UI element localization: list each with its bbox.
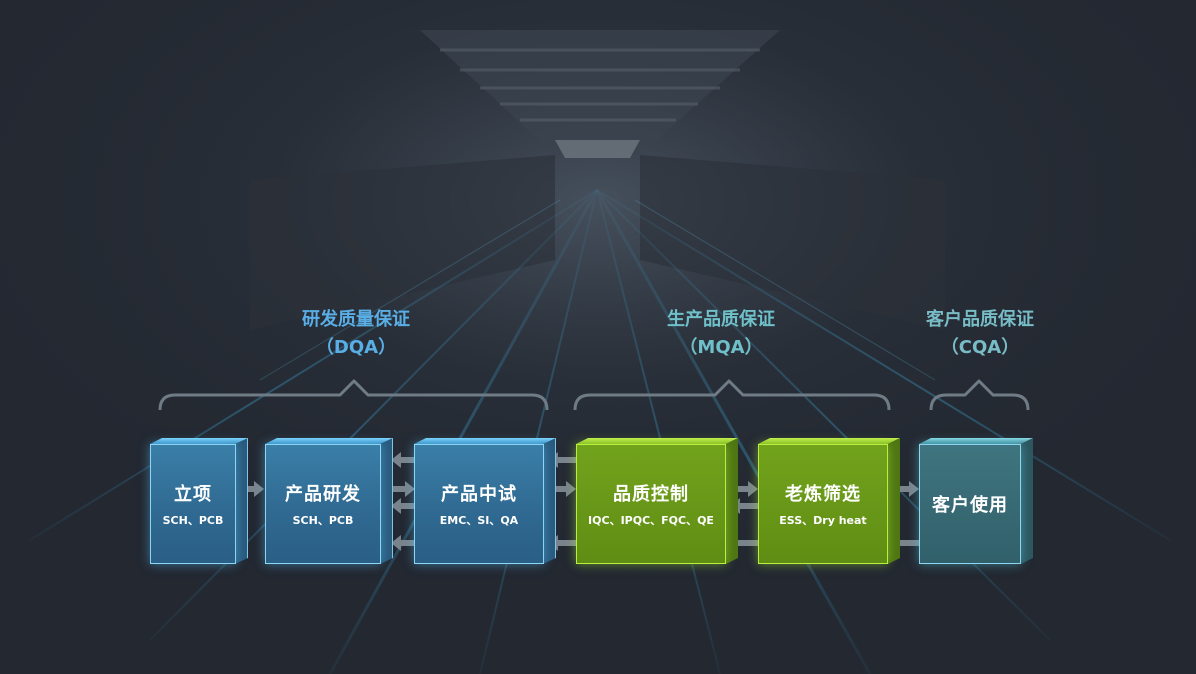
stage-sub: EMC、SI、QA — [439, 514, 519, 527]
arrow-left-icon — [391, 535, 415, 551]
stage-name: 老炼筛选 — [785, 484, 861, 505]
stage-lixiang: 立项 SCH、PCB — [150, 438, 248, 564]
arrow-left-icon — [391, 498, 415, 514]
cqa-abbr: （CQA） — [940, 337, 1020, 358]
stage-name: 客户使用 — [932, 495, 1008, 516]
mqa-abbr: （MQA） — [679, 337, 763, 358]
arrow-right-icon — [730, 481, 758, 497]
dqa-title-text: 研发质量保证 — [302, 309, 410, 330]
cqa-brace — [929, 379, 1030, 411]
stage-burn-in-screening: 老炼筛选 ESS、Dry heat — [758, 438, 900, 564]
mqa-title: 生产品质保证 （MQA） — [621, 306, 821, 362]
stage-sub: SCH、PCB — [162, 514, 224, 527]
stage-name: 产品中试 — [441, 484, 517, 505]
arrow-left-icon — [391, 452, 415, 468]
cqa-title-text: 客户品质保证 — [926, 309, 1034, 330]
arrow-right-icon — [892, 481, 919, 497]
dqa-title: 研发质量保证 （DQA） — [256, 306, 456, 362]
stage-customer-use: 客户使用 — [919, 438, 1033, 564]
stage-sub: SCH、PCB — [292, 514, 354, 527]
stage-sub: ESS、Dry heat — [779, 514, 867, 527]
stage-quality-control: 品质控制 IQC、IPQC、FQC、QE — [576, 438, 738, 564]
stage-sub: IQC、IPQC、FQC、QE — [588, 514, 714, 527]
stage-name: 品质控制 — [613, 484, 689, 505]
arrow-right-icon — [548, 481, 576, 497]
stage-name: 立项 — [174, 484, 212, 505]
mqa-title-text: 生产品质保证 — [667, 309, 775, 330]
dqa-abbr: （DQA） — [315, 337, 397, 358]
stage-pilot-test: 产品中试 EMC、SI、QA — [414, 438, 556, 564]
stage-name: 产品研发 — [285, 484, 361, 505]
dqa-brace — [158, 379, 549, 411]
mqa-brace — [573, 379, 891, 411]
arrow-right-icon — [391, 481, 415, 497]
cqa-title: 客户品质保证 （CQA） — [880, 306, 1080, 362]
stage-product-rd: 产品研发 SCH、PCB — [265, 438, 393, 564]
